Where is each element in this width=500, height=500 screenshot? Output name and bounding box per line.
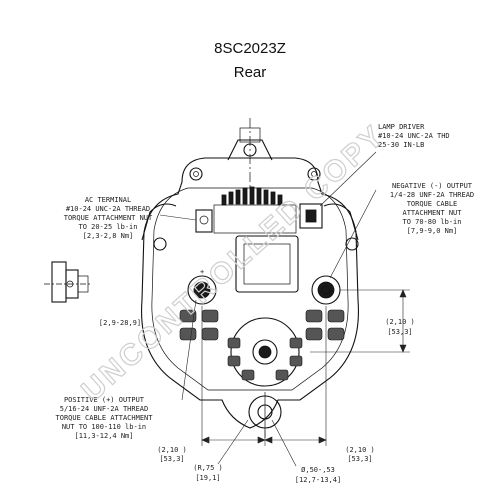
negative-output-line-2: 1/4-28 UNF-2A THREAD: [390, 191, 474, 199]
center-bearing-nut: [258, 345, 272, 359]
center-bearing-boss: [252, 339, 278, 365]
ac-terminal-stud: [199, 215, 209, 225]
negative-output-line-1: NEGATIVE (-) OUTPUT: [392, 182, 473, 190]
dim-left-partial: [2,9-28,9]: [99, 319, 141, 327]
left-lug-hole: [153, 237, 167, 251]
leader-positive-output: [181, 299, 197, 401]
dim-right-mm: [53,3]: [387, 328, 412, 336]
positive-output-line-4: NUT TO 100-110 lb-in: [62, 423, 146, 431]
cooling-fins: [221, 186, 283, 206]
leader-lines: [159, 151, 377, 401]
leader-negative-output: [329, 189, 377, 279]
housing-inner-outline: [151, 187, 349, 391]
part-number: 8SC2023Z: [214, 40, 286, 57]
ac-terminal-line-2: #10-24 UNC-2A THREAD: [66, 205, 150, 213]
dim-hole-dia-mm: [12,7-13,4]: [295, 476, 341, 484]
dimension-lines: [201, 289, 410, 467]
lamp-driver-terminal: [299, 203, 323, 229]
positive-output-line-5: [11,3-12,4 Nm]: [74, 432, 133, 440]
ac-terminal-line-4: TO 20-25 lb-in: [78, 223, 137, 231]
lamp-driver-line-1: LAMP DRIVER: [378, 123, 425, 131]
dim-hole-dia-inch: Ø,50-,53: [301, 466, 335, 474]
rectifier-pockets: [227, 337, 303, 381]
dim-radius-inch: (R,75 ): [193, 464, 223, 472]
dim-bottom-left-inch: (2,10 ): [157, 446, 187, 454]
side-body: [51, 261, 67, 303]
left-terminal-boss: [187, 275, 217, 305]
dim-bottom-left-mm: [53,3]: [159, 455, 184, 463]
lamp-driver-callout: LAMP DRIVER #10-24 UNC-2A THD 25-30 IN-L…: [378, 123, 450, 149]
fin-frame: [213, 204, 297, 234]
ac-terminal-line-1: AC TERMINAL: [85, 196, 131, 204]
ac-terminal-callout: AC TERMINAL #10-24 UNC-2A THREAD TORQUE …: [64, 196, 153, 240]
view-label: Rear: [234, 64, 267, 81]
ac-terminal-pad: [195, 209, 213, 233]
screw-top-left-center: [193, 171, 199, 177]
side-view-partial: [44, 261, 92, 303]
dim-radius-mm: [19,1]: [195, 474, 220, 482]
positive-output-line-2: 5/16-24 UNF-2A THREAD: [60, 405, 149, 413]
housing-outline: [141, 157, 359, 429]
right-lug-hole: [345, 237, 359, 251]
ac-terminal-line-3: TORQUE ATTACHMENT NUT: [64, 214, 153, 222]
screw-top-left: [189, 167, 203, 181]
leader-lamp-driver: [319, 151, 377, 207]
lamp-driver-stud: [305, 209, 317, 223]
regulator-face: [243, 243, 291, 285]
positive-output-line-1: POSITIVE (+) OUTPUT: [64, 396, 145, 404]
negative-output-line-3: TORQUE CABLE: [407, 200, 458, 208]
negative-output-callout: NEGATIVE (-) OUTPUT 1/4-28 UNF-2A THREAD…: [390, 182, 474, 235]
screw-top-right-center: [311, 171, 317, 177]
leader-ac-terminal: [159, 214, 197, 221]
positive-output-line-3: TORQUE CABLE ATTACHMENT: [56, 414, 154, 422]
lamp-driver-line-2: #10-24 UNC-2A THD: [378, 132, 450, 140]
screw-top-right: [307, 167, 321, 181]
ac-terminal-line-5: [2,3-2,8 Nm]: [83, 232, 134, 240]
rectifier-ring: [230, 317, 300, 387]
negative-output-line-4: ATTACHMENT NUT: [402, 209, 462, 217]
negative-terminal-stud: [321, 285, 331, 295]
right-lug: [323, 203, 359, 241]
diode-pockets-left: [179, 309, 219, 341]
lamp-driver-line-3: 25-30 IN-LB: [378, 141, 424, 149]
dim-bottom-right-mm: [53,3]: [347, 455, 372, 463]
dim-bottom-right-inch: (2,10 ): [345, 446, 375, 454]
side-washer: [66, 280, 74, 288]
positive-output-callout: POSITIVE (+) OUTPUT 5/16-24 UNF-2A THREA…: [56, 396, 154, 440]
left-terminal-stud: [197, 285, 207, 295]
left-terminal-nut: [193, 281, 211, 299]
regulator-block: [235, 235, 299, 293]
left-lug: [141, 203, 177, 241]
negative-output-line-5: TO 70-80 lb-in: [402, 218, 461, 226]
negative-terminal-nut: [317, 281, 335, 299]
negative-output-line-6: [7,9-9,0 Nm]: [407, 227, 458, 235]
diode-pockets-right: [305, 309, 345, 341]
plus-mark: +: [200, 268, 204, 276]
dim-right-inch: (2,10 ): [385, 318, 415, 326]
